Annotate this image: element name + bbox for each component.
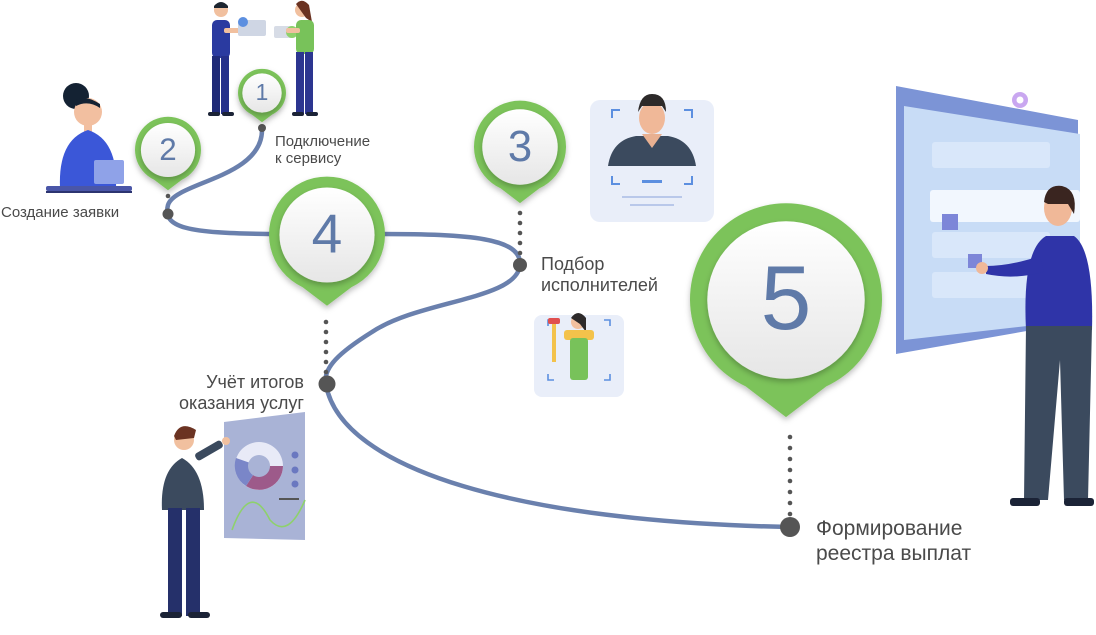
node-step-5 — [780, 517, 800, 537]
step-5-label: Формирование реестра выплат — [816, 517, 972, 566]
node-step-3 — [513, 258, 527, 272]
face-scan-card-icon — [590, 94, 714, 222]
step-5-number: 5 — [761, 247, 812, 349]
step-2-pin: 2 — [135, 116, 201, 191]
process-path — [164, 127, 793, 530]
step-1-label: Подключение к сервису — [275, 133, 371, 168]
analytics-board-icon — [160, 412, 306, 618]
gear-icon — [1012, 92, 1028, 108]
people-exchange-icon — [208, 0, 318, 116]
step-2-number: 2 — [159, 132, 176, 167]
dotted-connectors — [165, 105, 793, 517]
man-screen-icon — [896, 86, 1094, 506]
step-3-number: 3 — [508, 122, 532, 171]
node-step-4 — [318, 375, 336, 393]
node-step-2 — [162, 208, 174, 220]
node-step-1 — [258, 124, 266, 132]
step-5-pin: 5 — [690, 203, 883, 418]
step-1-pin: 1 — [237, 68, 286, 123]
step-1-number: 1 — [256, 79, 269, 105]
worker-card-icon — [534, 313, 624, 397]
step-2-label: Создание заявки — [1, 204, 120, 221]
step-4-label: Учёт итогов оказания услуг — [179, 372, 304, 413]
woman-laptop-icon — [46, 83, 132, 193]
step-3-label: Подбор исполнителей — [541, 254, 658, 295]
step-4-number: 4 — [312, 202, 343, 264]
step-4-pin: 4 — [269, 176, 385, 306]
step-3-pin: 3 — [474, 100, 566, 204]
